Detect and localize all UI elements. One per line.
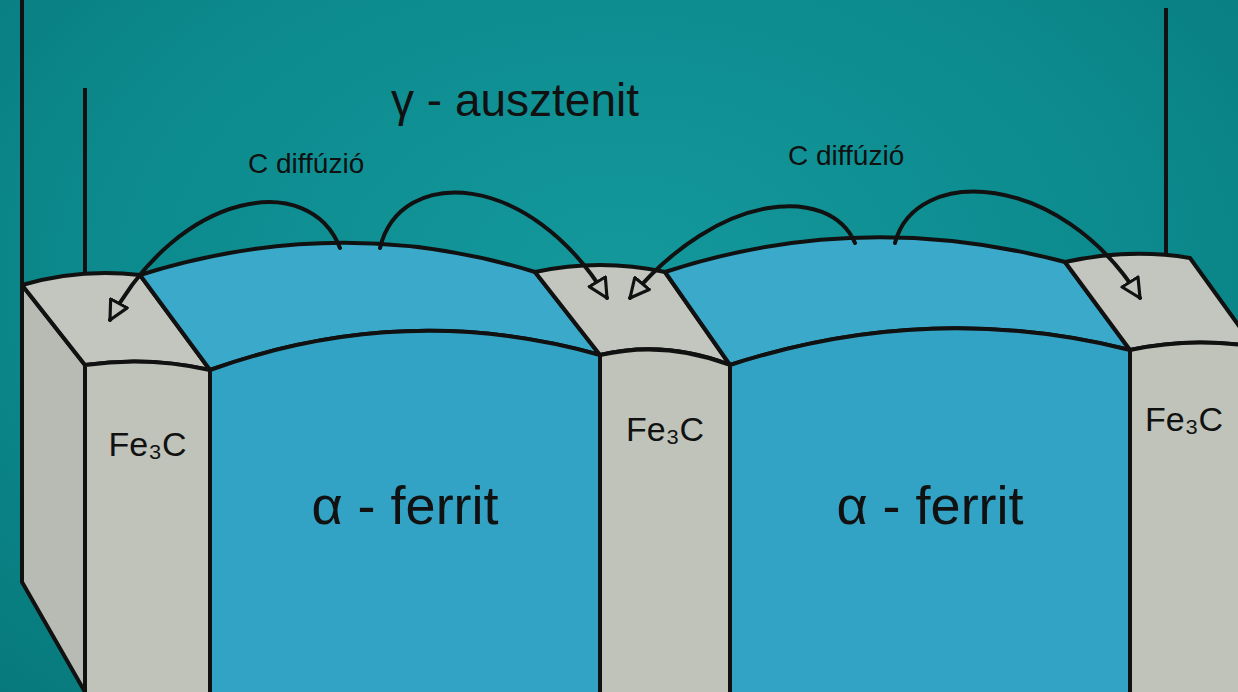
diffusion-arrow [895,192,1140,298]
arrow-label: C diffúzió [248,148,364,180]
diffusion-arrow [110,202,340,320]
diffusion-arrow [630,206,855,298]
phase-name: Fe₃C [600,410,730,449]
ferrite-lamella: α - ferrit [210,248,600,692]
cementite-lamella: Fe₃C [85,320,210,692]
diffusion-arrow [380,193,607,298]
region-label: γ - ausztenit [391,74,639,127]
cementite-lamella: Fe₃C [600,298,730,692]
cementite-lamella: Fe₃C [1130,298,1238,692]
arrow-label: C diffúzió [788,140,904,172]
phase-name: Fe₃C [85,425,210,464]
phase-name: Fe₃C [1130,400,1238,439]
ferrite-lamella: α - ferrit [730,243,1130,692]
phase-name: α - ferrit [210,474,600,536]
phase-name: α - ferrit [730,474,1130,536]
